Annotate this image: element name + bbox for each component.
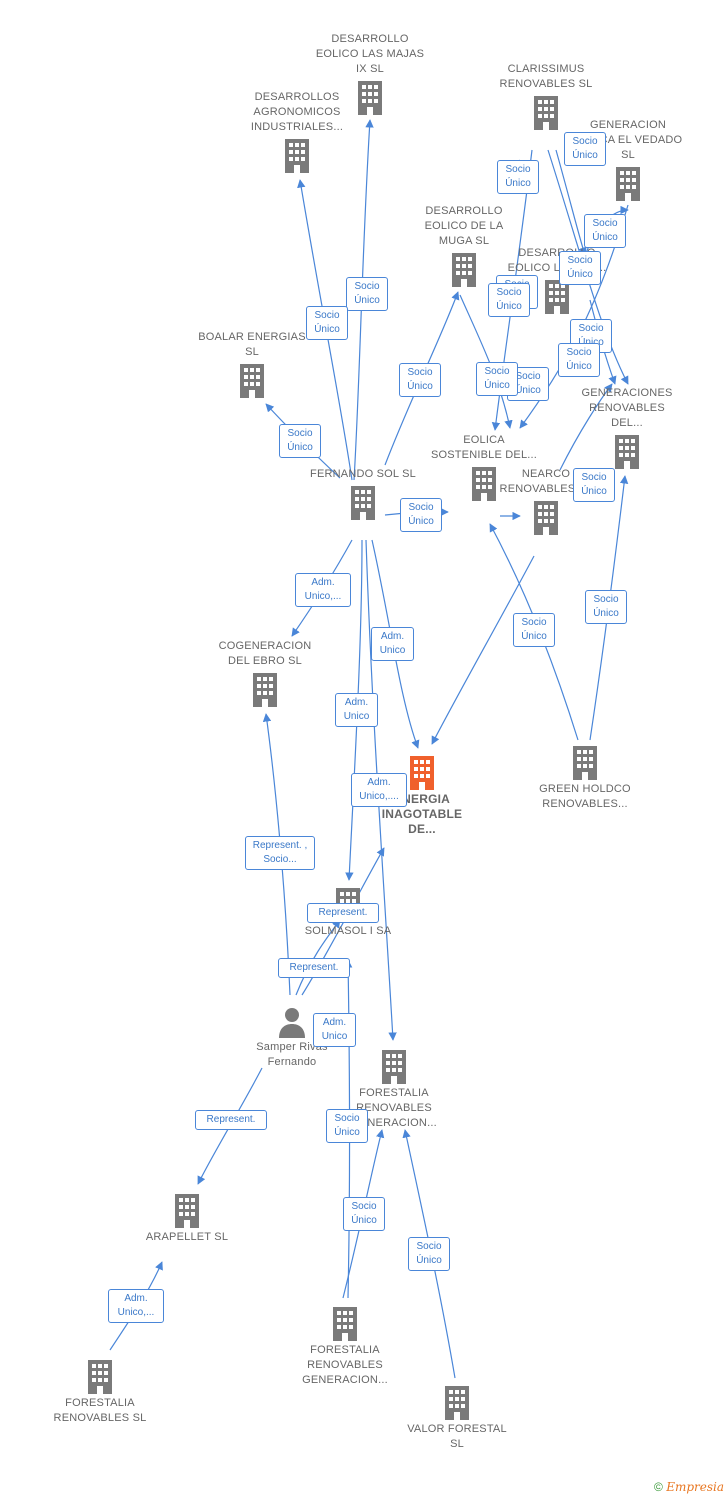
company-node[interactable]: BOALAR ENERGIAS SL	[197, 330, 307, 400]
building-icon	[240, 364, 264, 398]
edge-tag[interactable]: Socio Único	[564, 132, 606, 166]
edge-tag[interactable]: Adm. Unico,...	[108, 1289, 164, 1323]
edge-tag[interactable]: Adm. Unico,...	[295, 573, 351, 607]
company-label: DESARROLLOS AGRONOMICOS INDUSTRIALES...	[250, 91, 344, 133]
company-label: EOLICA SOSTENIBLE DEL...	[430, 434, 538, 461]
building-icon	[285, 139, 309, 173]
company-label: NEARCO RENOVABLES SL	[499, 468, 593, 495]
edge-tag[interactable]: Represent.	[307, 903, 379, 923]
edge-tag[interactable]: Socio Único	[408, 1237, 450, 1271]
edge-tag[interactable]: Socio Único	[279, 424, 321, 458]
company-node[interactable]: FORESTALIA RENOVABLES GENERACION...	[290, 1303, 400, 1388]
edge-tag[interactable]: Socio Único	[585, 590, 627, 624]
edge-tag[interactable]: Represent.	[278, 958, 350, 978]
company-node[interactable]: FORESTALIA RENOVABLES SL	[45, 1356, 155, 1426]
company-node[interactable]: COGENERACION DEL EBRO SL	[210, 639, 320, 709]
edge-muga-eolica	[459, 294, 513, 429]
brand-logo: © Empresia	[654, 1480, 724, 1494]
company-node[interactable]: FERNANDO SOL SL	[308, 467, 418, 522]
company-node[interactable]: GENERACIONES RENOVABLES DEL...	[572, 386, 682, 471]
company-label: FORESTALIA RENOVABLES GENERACION...	[302, 1344, 388, 1386]
edge-fernando-majas	[353, 119, 374, 481]
company-label: FORESTALIA RENOVABLES SL	[53, 1397, 147, 1424]
building-icon	[175, 1194, 199, 1228]
building-icon	[472, 467, 496, 501]
company-node[interactable]: DESARROLLO EOLICO DE LA MUGA SL	[409, 204, 519, 289]
copyright-symbol: ©	[654, 1480, 663, 1494]
building-icon	[351, 486, 375, 520]
edge-clar-desx	[555, 149, 587, 256]
main-company-node[interactable]: ENERGIA INAGOTABLE DE...	[367, 752, 477, 837]
company-node[interactable]: EOLICA SOSTENIBLE DEL...	[429, 433, 539, 503]
building-icon	[452, 253, 476, 287]
company-label: FERNANDO SOL SL	[310, 468, 416, 480]
edge-tag[interactable]: Adm. Unico	[313, 1013, 356, 1047]
edge-tag[interactable]: Socio Único	[476, 362, 518, 396]
company-label: FORESTALIA RENOVABLES GENERACION...	[351, 1087, 437, 1129]
building-icon	[615, 435, 639, 469]
building-icon	[573, 746, 597, 780]
building-icon	[88, 1360, 112, 1394]
edge-tag[interactable]: Adm. Unico	[335, 693, 378, 727]
edge-fernando-agro	[297, 179, 353, 481]
company-node[interactable]: CLARISSIMUS RENOVABLES SL	[491, 62, 601, 132]
edge-tag[interactable]: Adm. Unico	[371, 627, 414, 661]
person-label: Samper Rivas Fernando	[256, 1041, 328, 1068]
company-node[interactable]: GREEN HOLDCO RENOVABLES...	[530, 742, 640, 812]
edge-tag[interactable]: Socio Único	[488, 283, 530, 317]
edge-samper-solmasol	[295, 919, 341, 996]
company-node[interactable]: ARAPELLET SL	[132, 1190, 242, 1245]
edge-tag[interactable]: Socio Único	[400, 498, 442, 532]
edge-tag[interactable]: Socio Único	[584, 214, 626, 248]
edge-tag[interactable]: Adm. Unico,....	[351, 773, 407, 807]
company-node[interactable]: DESARROLLO EOLICO LAS MAJAS IX SL	[315, 32, 425, 117]
edge-tag[interactable]: Socio Único	[559, 251, 601, 285]
company-label: SOLMASOL I SA	[304, 925, 392, 937]
company-label: COGENERACION DEL EBRO SL	[218, 640, 312, 667]
building-icon	[534, 501, 558, 535]
building-icon	[358, 81, 382, 115]
building-icon	[545, 280, 569, 314]
company-label: ARAPELLET SL	[145, 1231, 229, 1243]
building-icon	[410, 756, 434, 790]
brand-name: Empresia	[666, 1480, 724, 1494]
company-label: GENERACIONES RENOVABLES DEL...	[581, 387, 673, 429]
company-label: GREEN HOLDCO RENOVABLES...	[539, 783, 631, 810]
edge-nearco-main	[431, 555, 535, 745]
edge-tag[interactable]: Socio Único	[343, 1197, 385, 1231]
edge-tag[interactable]: Socio Único	[558, 343, 600, 377]
edge-nearco-gen	[559, 383, 613, 471]
company-label: ENERGIA INAGOTABLE DE...	[381, 792, 463, 836]
company-label: CLARISSIMUS RENOVABLES SL	[499, 63, 593, 90]
company-node[interactable]: VALOR FORESTAL SL	[402, 1382, 512, 1452]
building-icon	[616, 167, 640, 201]
building-icon	[333, 1307, 357, 1341]
building-icon	[445, 1386, 469, 1420]
company-node[interactable]: DESARROLLOS AGRONOMICOS INDUSTRIALES...	[242, 90, 352, 175]
building-icon	[534, 96, 558, 130]
company-label: BOALAR ENERGIAS SL	[198, 331, 306, 358]
edge-tag[interactable]: Socio Único	[399, 363, 441, 397]
person-icon	[279, 1008, 305, 1038]
edge-tag[interactable]: Socio Único	[346, 277, 388, 311]
edge-tag[interactable]: Socio Único	[497, 160, 539, 194]
company-node[interactable]: NEARCO RENOVABLES SL	[491, 467, 601, 537]
person-node[interactable]: Samper Rivas Fernando	[237, 1004, 347, 1070]
company-label: DESARROLLO EOLICO LAS MAJAS IX SL	[315, 33, 425, 75]
edge-tag[interactable]: Represent. , Socio...	[245, 836, 315, 870]
edge-tag[interactable]: Socio Único	[326, 1109, 368, 1143]
edge-tag[interactable]: Socio Único	[573, 468, 615, 502]
company-node[interactable]: FORESTALIA RENOVABLES GENERACION...	[339, 1046, 449, 1131]
building-icon	[382, 1050, 406, 1084]
edge-tag[interactable]: Represent.	[195, 1110, 267, 1130]
company-label: DESARROLLO EOLICO DE LA MUGA SL	[424, 205, 504, 247]
edge-tag[interactable]: Socio Único	[306, 306, 348, 340]
edge-tag[interactable]: Socio Único	[513, 613, 555, 647]
company-label: VALOR FORESTAL SL	[407, 1423, 507, 1450]
building-icon	[253, 673, 277, 707]
